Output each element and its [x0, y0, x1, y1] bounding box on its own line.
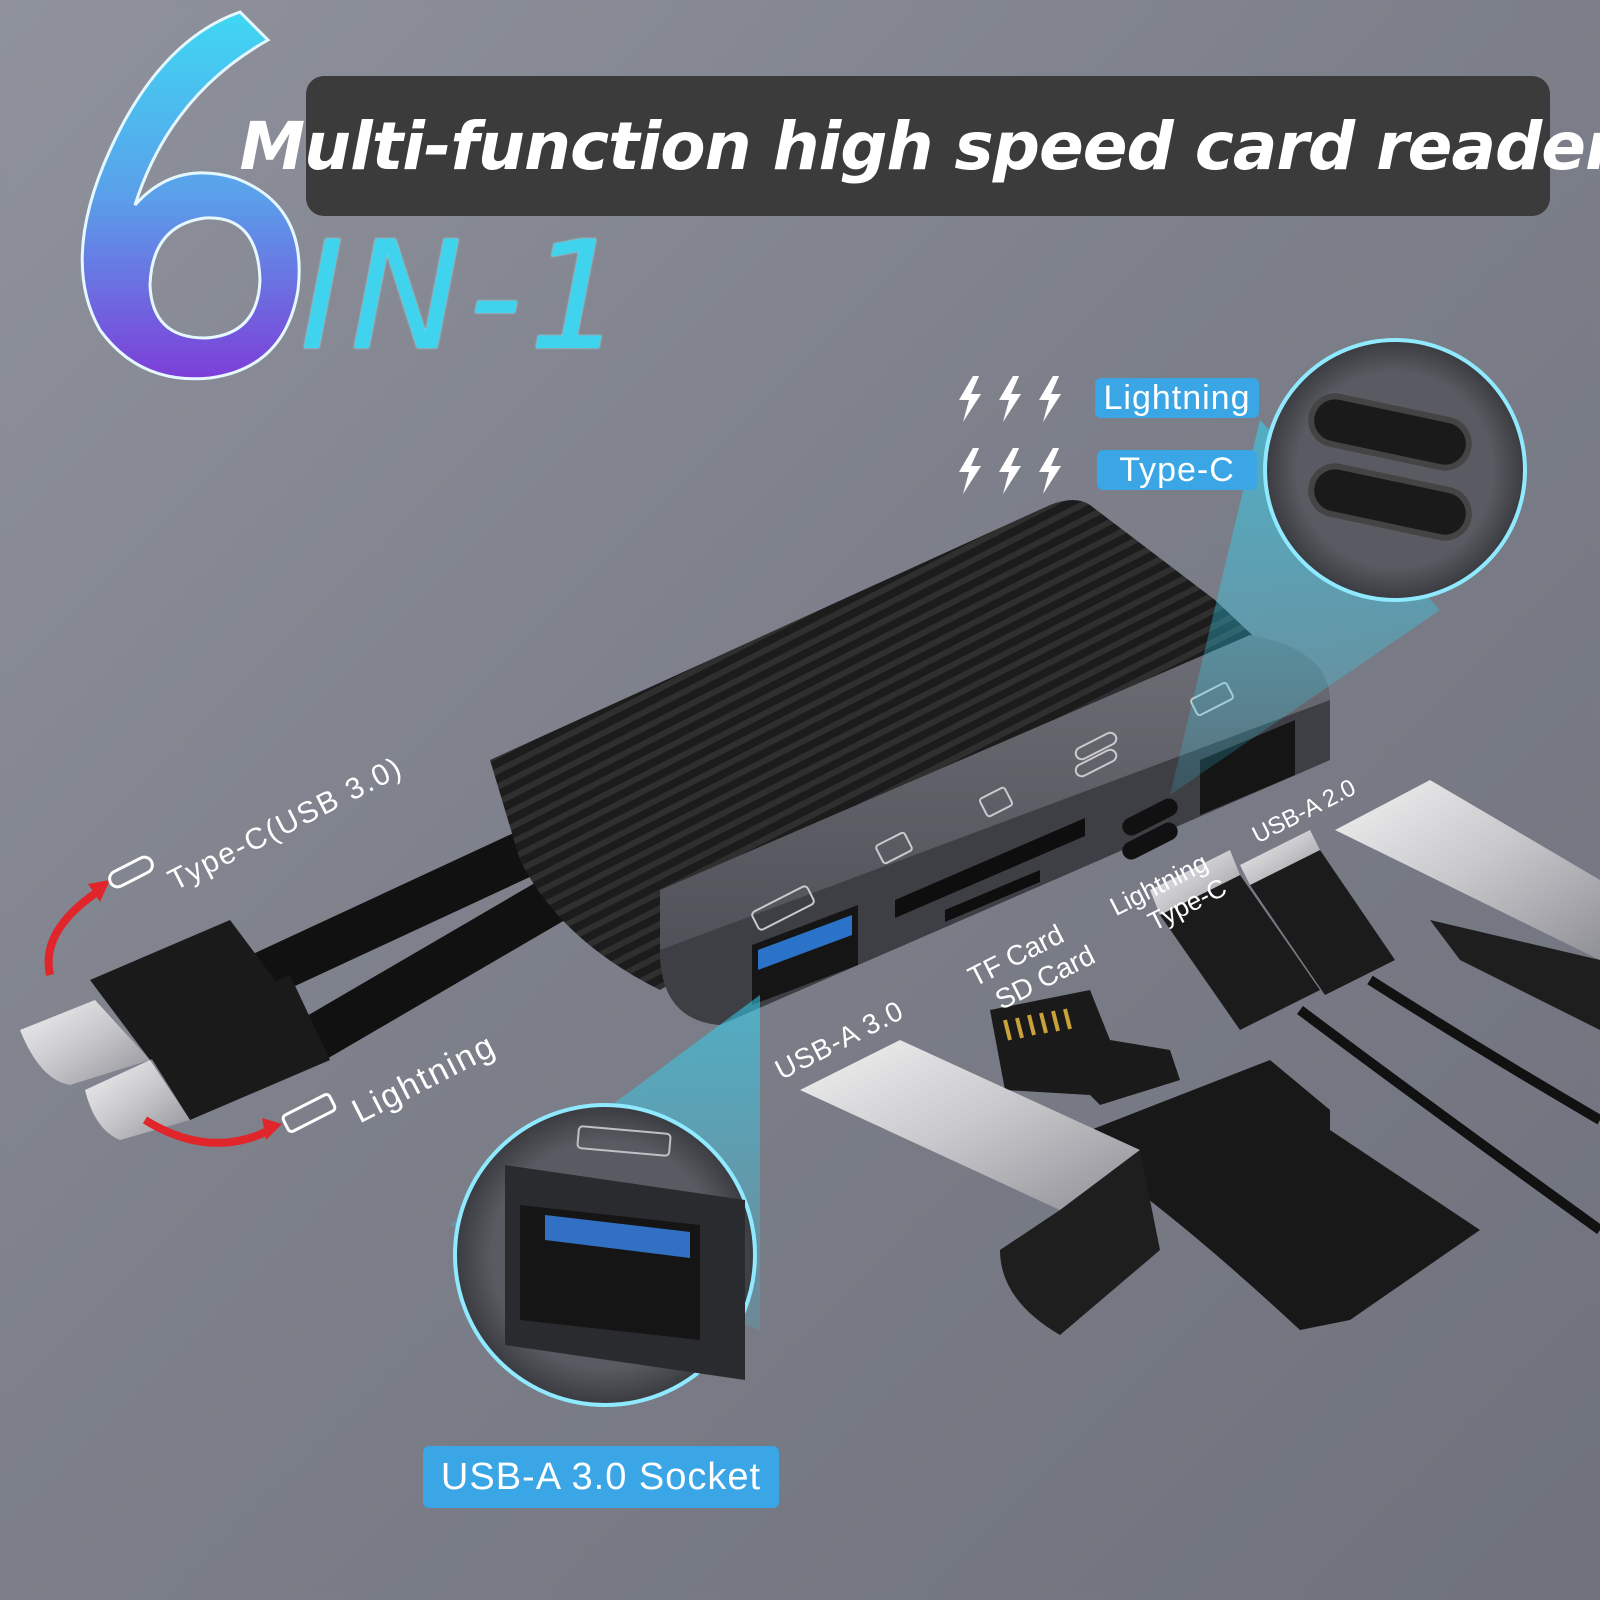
page-title: Multi-function high speed card reader [239, 107, 1600, 185]
badge-typec: Type-C [1097, 450, 1257, 490]
big-six-graphic [80, 10, 301, 381]
lightning-port-icon [281, 1093, 337, 1133]
arrow-icon [44, 886, 103, 976]
zoom-circle-lightning-typec [1263, 338, 1527, 602]
sd-card [1065, 1060, 1480, 1330]
usb-stick [800, 1040, 1160, 1335]
lightning-bolt-icon [959, 376, 1061, 422]
typec-port [1122, 822, 1178, 860]
typec-connector [20, 920, 290, 1085]
usb-stick-2 [1335, 780, 1600, 1030]
zoom-beam [1170, 420, 1440, 795]
tf-slot [945, 870, 1040, 922]
sd-slot [895, 818, 1085, 918]
zoom-circle-usb30 [453, 1103, 757, 1407]
type-c-port-icon [108, 855, 154, 889]
title-bar: Multi-function high speed card reader [239, 76, 1600, 216]
loose-cables [1150, 830, 1600, 1235]
cable-bundle [240, 830, 565, 1060]
lightning-bolt-icon [959, 448, 1061, 494]
badge-lightning: Lightning [1095, 378, 1259, 418]
tf-card [990, 990, 1180, 1105]
arrow-icon [142, 1116, 272, 1147]
in-one-text: IN-1 [300, 210, 631, 384]
socket-badge: USB-A 3.0 Socket [423, 1446, 779, 1508]
usb20-port [1200, 720, 1295, 815]
hub-ports [752, 720, 1295, 1005]
lightning-port [1122, 798, 1178, 836]
lightning-connector [85, 975, 330, 1140]
